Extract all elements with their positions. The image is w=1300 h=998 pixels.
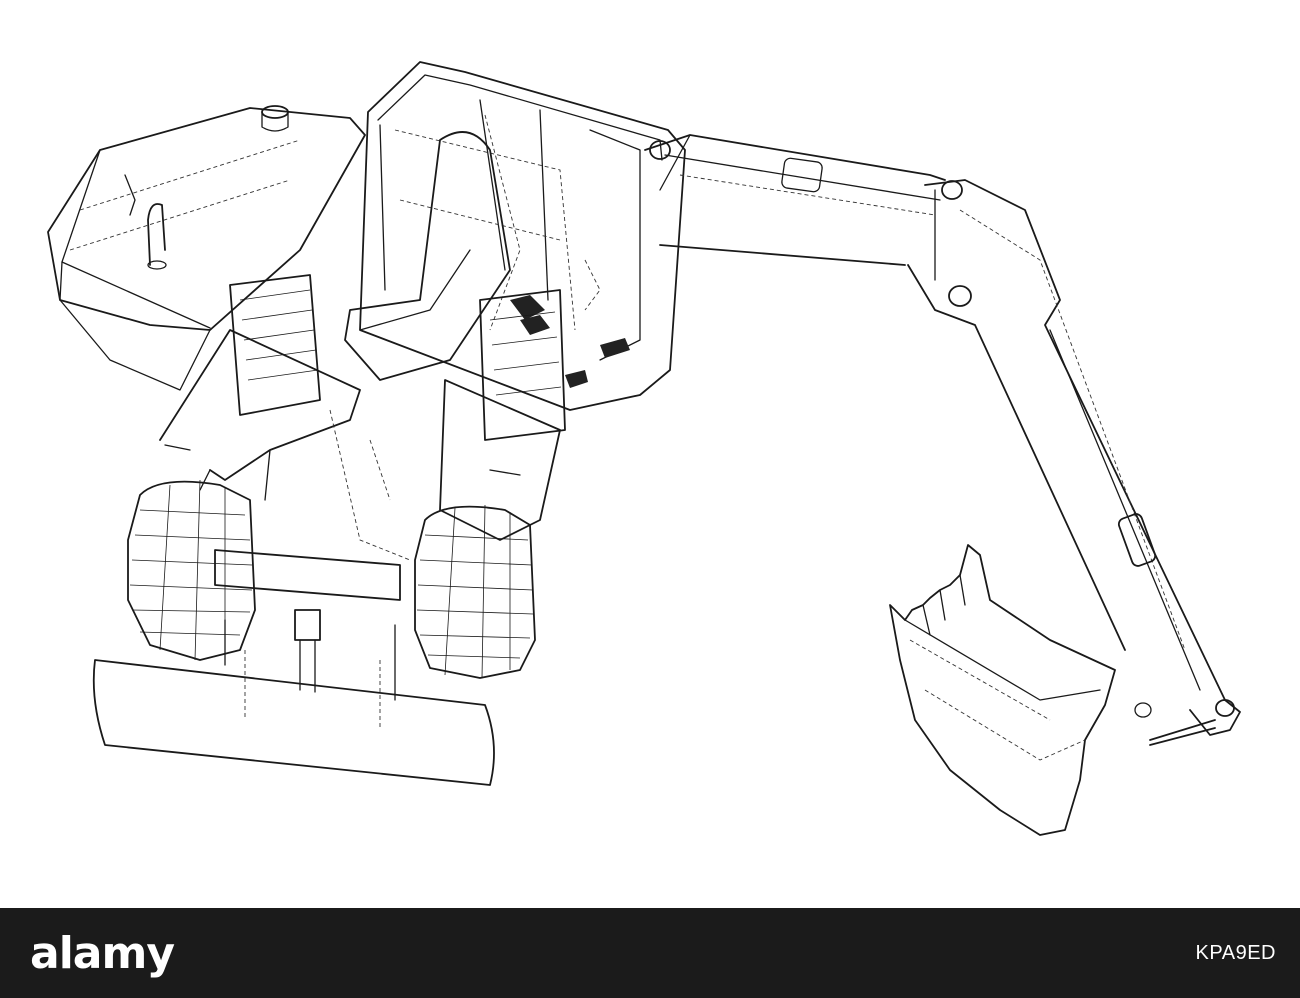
boom-arm [644, 134, 963, 266]
excavator-wireframe [47, 61, 1241, 836]
bucket [889, 544, 1216, 836]
image-id-label: KPA9ED [1195, 941, 1276, 964]
right-wheel [414, 504, 536, 679]
engine-housing [47, 105, 366, 391]
operator-cab [344, 61, 686, 411]
left-wheel [127, 479, 256, 661]
excavator-drawing [47, 61, 1241, 836]
dozer-blade [92, 549, 495, 786]
alamy-logo: alamy [30, 927, 175, 979]
watermark-footer: alamy KPA9ED [0, 908, 1300, 998]
stick-arm [907, 179, 1241, 736]
chassis [159, 274, 566, 561]
